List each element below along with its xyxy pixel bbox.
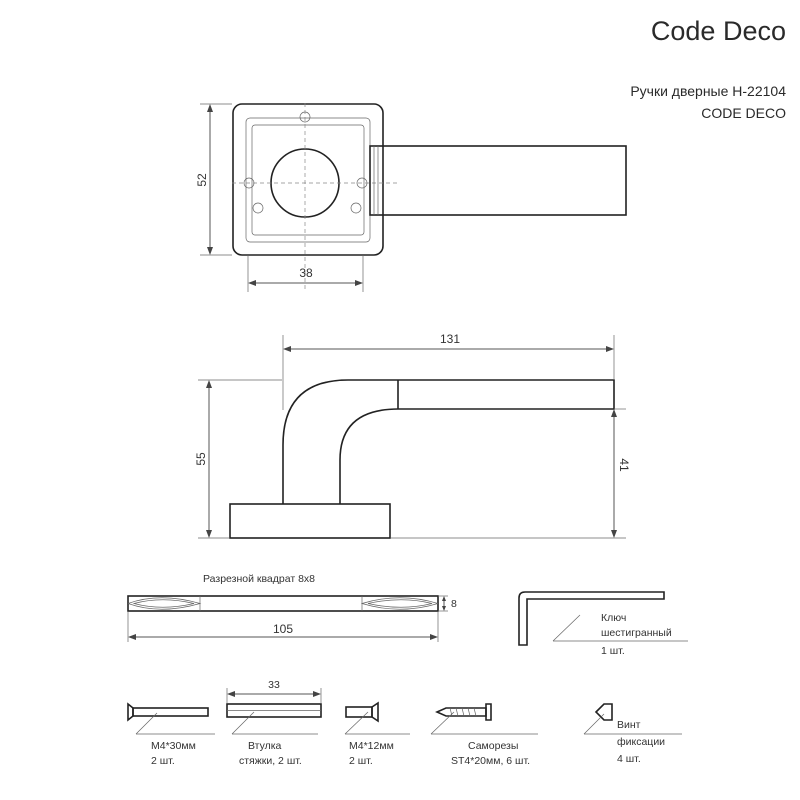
dimension-spindle-size: 8: [438, 595, 457, 612]
set-screw-label-line2: фиксации: [617, 736, 665, 748]
dim-label-41: 41: [617, 458, 631, 472]
dim-label-8: 8: [451, 598, 457, 610]
hex-key: [518, 591, 688, 646]
rosette-top-view: [232, 103, 400, 290]
dimension-spindle-length: 105: [127, 612, 439, 642]
dim-label-55: 55: [194, 452, 208, 466]
handle-top-view: [369, 145, 627, 216]
screws-label: Саморезы: [468, 740, 518, 752]
dim-label-105: 105: [273, 622, 293, 636]
dimension-handle-projection: 41: [391, 408, 631, 539]
dim-label-33: 33: [268, 679, 280, 691]
bolt-m4x30: [127, 702, 215, 735]
bolt-m4x12-qty: 2 шт.: [349, 755, 373, 767]
sleeve-label-line2: стяжки, 2 шт.: [239, 755, 302, 767]
bolt-m4x30-qty: 2 шт.: [151, 755, 175, 767]
sleeve-label-line1: Втулка: [248, 740, 282, 752]
handle-side-view: [229, 379, 615, 539]
dim-label-131: 131: [440, 332, 460, 346]
screws-spec: ST4*20мм, 6 шт.: [451, 755, 530, 767]
set-screw-label-line1: Винт: [617, 719, 641, 731]
product-subtitle: CODE DECO: [701, 105, 786, 121]
brand-logo-text: Code Deco: [651, 16, 786, 46]
hex-key-label-line1: Ключ: [601, 612, 626, 624]
set-screw: [583, 703, 682, 735]
hex-key-qty: 1 шт.: [601, 645, 625, 657]
set-screw-qty: 4 шт.: [617, 753, 641, 765]
dimension-rosette-width: 38: [247, 255, 364, 292]
bolt-m4x30-label: М4*30мм: [151, 740, 196, 752]
product-title: Ручки дверные Н-22104: [630, 83, 786, 99]
spindle-label: Разрезной квадрат 8x8: [203, 573, 315, 585]
dim-label-52: 52: [195, 173, 209, 187]
dimension-sleeve-length: 33: [226, 679, 322, 703]
dimension-handle-length: 131: [282, 332, 615, 410]
dim-label-38: 38: [299, 266, 313, 280]
bolt-m4x12-label: М4*12мм: [349, 740, 394, 752]
sleeve: [226, 703, 322, 735]
split-spindle: [127, 595, 439, 612]
dimension-rosette-height: 52: [195, 103, 232, 256]
dimension-handle-height: 55: [194, 379, 282, 539]
bolt-m4x12: [344, 701, 410, 735]
hex-key-label-line2: шестигранный: [601, 627, 672, 639]
wood-screw: [430, 703, 538, 735]
